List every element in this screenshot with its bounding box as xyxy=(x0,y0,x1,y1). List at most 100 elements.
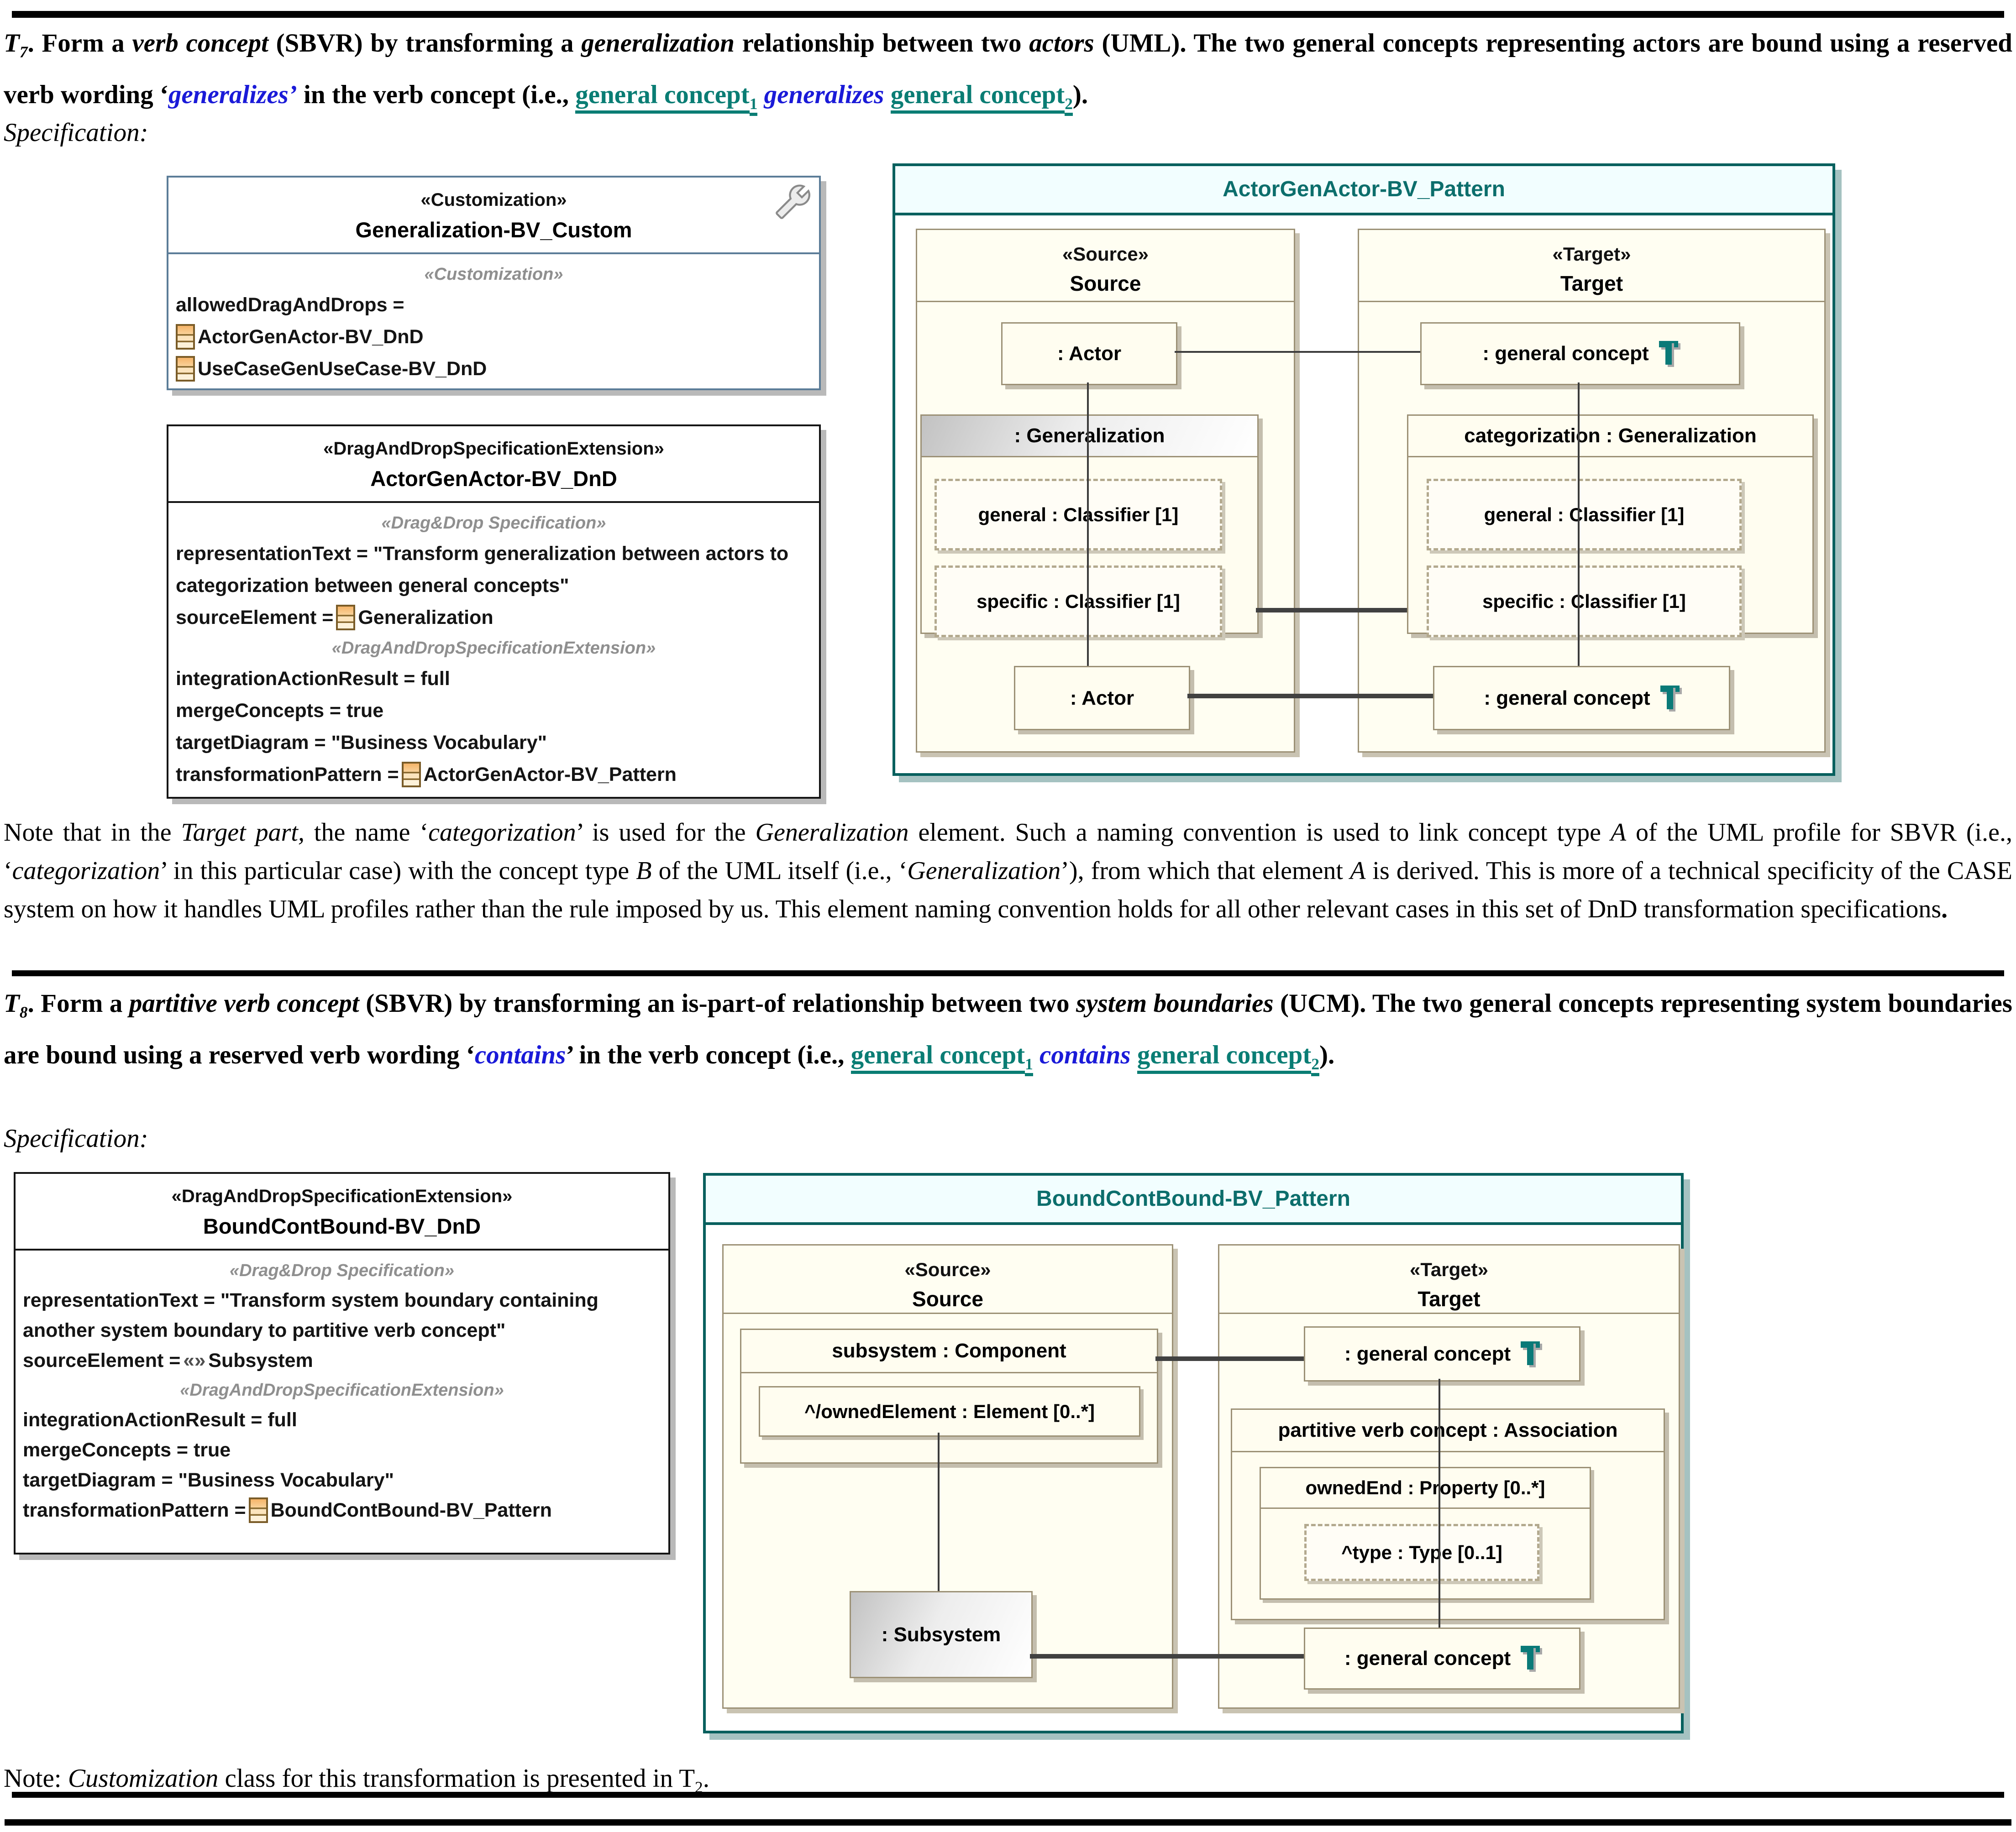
actor-label: : Actor xyxy=(1070,686,1134,709)
representation-text: representationText = "Transform system b… xyxy=(23,1289,598,1341)
dnd-box-body: «Drag&Drop Specification» representation… xyxy=(168,503,819,795)
section-stereotype: «Drag&Drop Specification» xyxy=(230,1261,454,1280)
class-name: Generalization-BV_Custom xyxy=(355,218,632,242)
transformation-pattern-value: BoundContBound-BV_Pattern xyxy=(270,1499,552,1521)
dnd-box-body: «Drag&Drop Specification» representation… xyxy=(16,1251,668,1530)
association-label: partitive verb concept : Association xyxy=(1232,1410,1664,1452)
generalization-label: : Generalization xyxy=(922,416,1257,457)
general-classifier-slot: general : Classifier [1] xyxy=(1427,479,1742,550)
connector-line xyxy=(1578,382,1580,666)
owned-element-slot: ^/ownedElement : Element [0..*] xyxy=(759,1386,1140,1437)
integration-action-result: integrationActionResult = full xyxy=(23,1409,297,1431)
wrench-icon xyxy=(776,184,810,219)
target-stereotype: «Target» xyxy=(1552,243,1631,265)
subsystem-component-label: subsystem : Component xyxy=(741,1330,1157,1373)
target-name: Target xyxy=(1418,1287,1480,1311)
categorization-label: categorization : Generalization xyxy=(1408,416,1812,457)
connector-line xyxy=(1256,608,1407,612)
actorgenactor-pattern-diagram: ActorGenActor-BV_Pattern «Source» Source… xyxy=(892,163,1835,776)
specification-label-1: Specification: xyxy=(4,118,148,147)
class-name: BoundContBound-BV_DnD xyxy=(203,1214,481,1238)
class-icon xyxy=(401,762,421,787)
section-stereotype: «DragAndDropSpecificationExtension» xyxy=(180,1381,504,1400)
merge-concepts: mergeConcepts = true xyxy=(23,1439,231,1461)
connector-line xyxy=(938,1433,940,1591)
target-stereotype: «Target» xyxy=(1410,1259,1488,1280)
subsystem-instance: : Subsystem xyxy=(850,1591,1033,1678)
source-element-row: sourceElement = «» Subsystem xyxy=(23,1345,661,1376)
allowed-drag-and-drops: allowedDragAndDrops = xyxy=(176,294,404,316)
actor-label: : Actor xyxy=(1057,342,1122,365)
connector-line xyxy=(1030,1654,1304,1659)
dnd-item-row: UseCaseGenUseCase-BV_DnD xyxy=(176,353,812,385)
categorization-instance: categorization : Generalization general … xyxy=(1407,414,1814,637)
transformation-pattern-prefix: transformationPattern = xyxy=(176,764,399,785)
class-name: ActorGenActor-BV_DnD xyxy=(370,466,617,491)
t7-paragraph: T7. Form a verb concept (SBVR) by transf… xyxy=(4,22,2012,126)
general-classifier-slot: general : Classifier [1] xyxy=(934,479,1222,550)
transformation-pattern-value: ActorGenActor-BV_Pattern xyxy=(423,764,677,785)
target-name: Target xyxy=(1560,272,1623,295)
general-concept-label: : general concept xyxy=(1482,342,1649,365)
term-icon xyxy=(1521,1341,1540,1367)
actor-instance-top: : Actor xyxy=(1001,322,1177,385)
term-icon xyxy=(1660,685,1680,711)
actor-instance-bottom: : Actor xyxy=(1014,666,1190,730)
source-stereotype: «Source» xyxy=(1062,243,1149,265)
pattern-title: BoundContBound-BV_Pattern xyxy=(706,1176,1681,1225)
top-divider xyxy=(12,11,2004,18)
source-element-prefix: sourceElement = xyxy=(176,607,334,628)
body-stereotype: «Customization» xyxy=(424,265,563,284)
connector-line xyxy=(1175,351,1420,353)
specific-classifier-slot: specific : Classifier [1] xyxy=(1427,565,1742,637)
general-concept-label: : general concept xyxy=(1344,1647,1511,1670)
customization-class-box: «Customization» Generalization-BV_Custom… xyxy=(167,176,821,390)
source-element-value: Subsystem xyxy=(208,1350,313,1371)
connector-line xyxy=(1438,1379,1440,1628)
specification-label-2: Specification: xyxy=(4,1124,148,1153)
dnd-box-header: «DragAndDropSpecificationExtension» Boun… xyxy=(16,1174,668,1251)
target-package-header: «Target» Target xyxy=(1219,1246,1679,1314)
source-element-value: Generalization xyxy=(358,607,493,628)
customization-box-body: «Customization» allowedDragAndDrops = Ac… xyxy=(168,254,819,389)
class-icon xyxy=(176,324,195,350)
target-package-header: «Target» Target xyxy=(1359,230,1824,302)
general-concept-label: : general concept xyxy=(1484,686,1650,709)
source-element-row: sourceElement = Generalization xyxy=(176,602,812,633)
stereotype-label: «DragAndDropSpecificationExtension» xyxy=(171,1186,513,1206)
dnd-item-label: UseCaseGenUseCase-BV_DnD xyxy=(198,358,487,380)
bottom-divider xyxy=(12,1792,2004,1798)
general-concept-bottom: : general concept xyxy=(1304,1628,1580,1690)
source-name: Source xyxy=(1070,272,1141,295)
source-name: Source xyxy=(912,1287,983,1311)
owned-end-slot: ownedEnd : Property [0..*] ^type : Type … xyxy=(1260,1467,1591,1600)
subsystem-label: : Subsystem xyxy=(881,1623,1001,1646)
section-divider xyxy=(12,970,2004,976)
generalization-instance: : Generalization general : Classifier [1… xyxy=(920,414,1259,637)
note-paragraph: Note that in the Target part, the name ‘… xyxy=(4,818,2012,923)
subsystem-component-instance: subsystem : Component ^/ownedElement : E… xyxy=(740,1329,1158,1464)
term-icon xyxy=(1659,341,1678,366)
guillemet-icon: «» xyxy=(183,1349,206,1371)
general-concept-top: : general concept xyxy=(1304,1326,1580,1382)
partitive-verb-concept-association: partitive verb concept : Association own… xyxy=(1231,1408,1665,1620)
stereotype-label: «DragAndDropSpecificationExtension» xyxy=(323,439,664,459)
t8-paragraph: T8. Form a partitive verb concept (SBVR)… xyxy=(4,982,2012,1086)
owned-end-label: ownedEnd : Property [0..*] xyxy=(1261,1468,1590,1509)
type-slot: ^type : Type [0..1] xyxy=(1304,1524,1539,1581)
boundcontbound-pattern-diagram: BoundContBound-BV_Pattern «Source» Sourc… xyxy=(703,1173,1684,1733)
merge-concepts: mergeConcepts = true xyxy=(176,700,384,722)
source-package-header: «Source» Source xyxy=(724,1246,1172,1314)
section-stereotype: «DragAndDropSpecificationExtension» xyxy=(331,639,656,658)
target-diagram: targetDiagram = "Business Vocabulary" xyxy=(23,1469,394,1491)
transformation-pattern-prefix: transformationPattern = xyxy=(23,1499,246,1521)
general-concept-top: : general concept xyxy=(1420,322,1740,385)
dnd-item-row: ActorGenActor-BV_DnD xyxy=(176,321,812,353)
source-element-prefix: sourceElement = xyxy=(23,1350,181,1371)
class-icon xyxy=(336,605,356,630)
section-stereotype: «Drag&Drop Specification» xyxy=(381,513,606,533)
actorgenactor-dnd-box: «DragAndDropSpecificationExtension» Acto… xyxy=(167,424,821,799)
connector-line xyxy=(1087,382,1089,666)
transformation-pattern-row: transformationPattern = ActorGenActor-BV… xyxy=(176,759,812,790)
